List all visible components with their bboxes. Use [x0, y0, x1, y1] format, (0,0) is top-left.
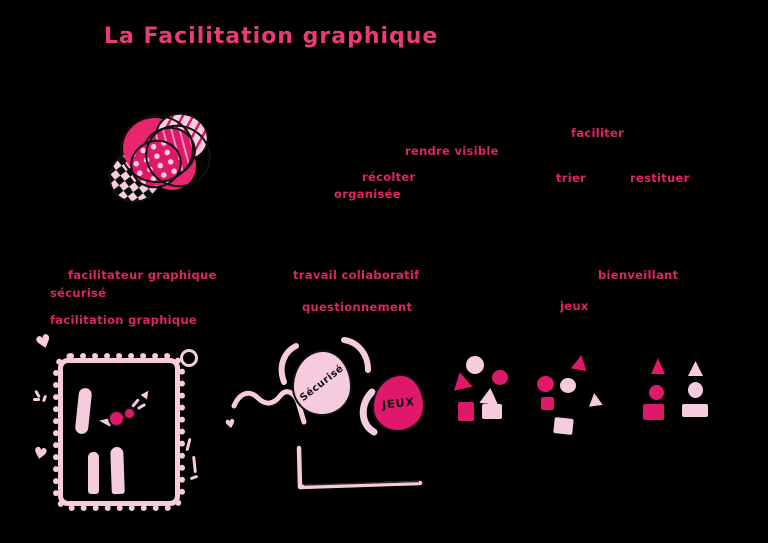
venn-flower-illustration: [97, 105, 245, 214]
flower-icon: [180, 349, 198, 367]
triangle-shape: [479, 387, 500, 405]
square-shape: [553, 417, 574, 435]
easel-line-shadow: [303, 480, 420, 486]
marker-cap-icon: [123, 407, 136, 420]
frame-side-stroke: [185, 437, 192, 452]
balloon-jeux-text: JEUX: [381, 394, 416, 412]
venn-outline-ellipse: [120, 115, 194, 183]
label-facilitation-graphique: facilitation graphique: [50, 313, 198, 327]
label-bienveillant: bienveillant: [598, 268, 679, 282]
label-recolter: récolter: [362, 170, 416, 184]
square-shape: [458, 402, 474, 421]
splash-stroke: [33, 398, 40, 401]
circle-shape: [649, 385, 664, 400]
facilitator-leg: [110, 446, 125, 495]
marker-body-icon: [108, 410, 125, 427]
circle-shape: [560, 378, 576, 393]
square-shape: [682, 404, 708, 417]
jeux-crescent-arc: [359, 388, 378, 436]
label-trier: trier: [556, 171, 587, 185]
frame-side-stroke: [189, 474, 199, 481]
triangle-shape: [688, 361, 703, 376]
label-travail-collaboratif: travail collaboratif: [293, 268, 420, 282]
heart-icon: ♥: [31, 442, 50, 465]
square-shape: [643, 404, 664, 420]
triangle-shape: [651, 358, 665, 374]
balloon-jeux: JEUX: [372, 374, 425, 432]
balloon-arc-right: [341, 337, 371, 373]
triangle-shape: [571, 354, 589, 372]
splash-stroke: [41, 394, 48, 403]
squiggle-arm-stroke: [231, 389, 307, 425]
triangle-shape: [450, 370, 472, 391]
label-restituer: restituer: [630, 171, 690, 185]
circle-shape: [492, 370, 508, 385]
balloon-securise: Sécurisé: [292, 350, 352, 416]
scalloped-frame: [53, 353, 185, 511]
triangle-shape: [587, 392, 603, 407]
frame-side-stroke: [192, 455, 197, 474]
balloon-arc-left: [278, 343, 299, 385]
splash-stroke: [34, 389, 41, 399]
label-organisee: organisée: [334, 187, 401, 201]
square-shape: [541, 397, 554, 410]
balloon-securise-text: Sécurisé: [298, 362, 346, 404]
label-jeux: jeux: [560, 299, 589, 313]
page-title: La Facilitation graphique: [104, 24, 439, 49]
heart-icon: ♥: [32, 330, 55, 356]
shape-cluster-scattered-1: [448, 352, 538, 442]
label-rendre-visible: rendre visible: [405, 144, 499, 158]
facilitator-leg: [88, 452, 99, 494]
square-shape: [482, 404, 502, 419]
shape-cluster-sorted-light: [682, 356, 722, 431]
circle-shape: [688, 382, 703, 398]
balloon-scene-strokes: [231, 337, 423, 490]
label-facilitateur-graphique: facilitateur graphique: [68, 268, 217, 282]
label-securise: sécurisé: [50, 286, 107, 300]
label-faciliter: faciliter: [571, 126, 625, 140]
label-questionnement: questionnement: [302, 300, 413, 314]
easel-line: [296, 445, 423, 490]
shape-cluster-scattered-2: [532, 352, 622, 447]
shape-cluster-sorted-deep: [640, 354, 680, 434]
circle-shape: [537, 376, 554, 392]
circle-shape: [466, 356, 484, 374]
